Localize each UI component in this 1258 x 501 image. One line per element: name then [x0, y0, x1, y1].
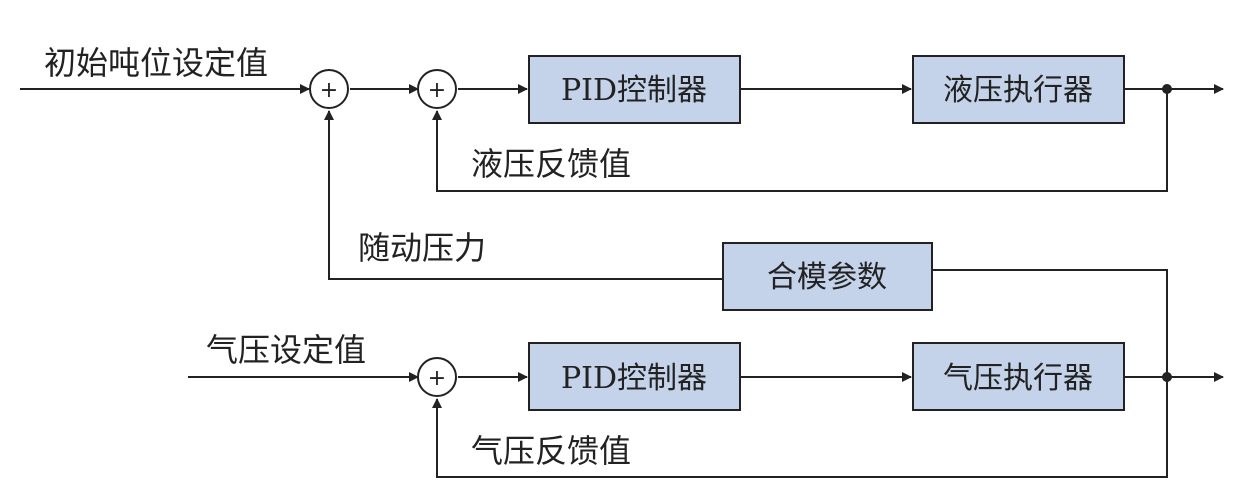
- mold-params-block: 合模参数: [722, 242, 933, 311]
- hydraulic-actuator-label: 液压执行器: [943, 73, 1093, 108]
- hydraulic-feedback-line: [432, 89, 1168, 192]
- tonnage-setpoint-label: 初始吨位设定值: [44, 44, 268, 82]
- pid-controller-bottom-block: PID控制器: [528, 342, 741, 411]
- pneumatic-feedback-line: [432, 377, 1168, 478]
- hydraulic-feedback-label: 液压反馈值: [471, 145, 631, 183]
- summing-junction-1: +: [309, 69, 349, 109]
- summing-junction-2: +: [417, 69, 457, 109]
- plus-symbol: +: [428, 78, 446, 103]
- follow-pressure-label: 随动压力: [358, 229, 486, 267]
- plus-symbol: +: [428, 366, 446, 391]
- pid-controller-bottom-label: PID控制器: [561, 361, 707, 396]
- pid-controller-top-block: PID控制器: [528, 55, 741, 124]
- summing-junction-3: +: [417, 357, 457, 397]
- pneumatic-actuator-label: 气压执行器: [943, 361, 1093, 396]
- follow-pressure-line: [324, 110, 723, 280]
- hydraulic-actuator-block: 液压执行器: [912, 55, 1125, 124]
- pneumatic-actuator-block: 气压执行器: [912, 342, 1125, 411]
- air-setpoint-label: 气压设定值: [206, 331, 366, 369]
- pid-controller-top-label: PID控制器: [561, 73, 707, 108]
- pneumatic-feedback-label: 气压反馈值: [471, 432, 631, 470]
- plus-symbol: +: [320, 78, 338, 103]
- mold-params-link-line: [932, 269, 1168, 377]
- mold-params-label: 合模参数: [767, 260, 887, 295]
